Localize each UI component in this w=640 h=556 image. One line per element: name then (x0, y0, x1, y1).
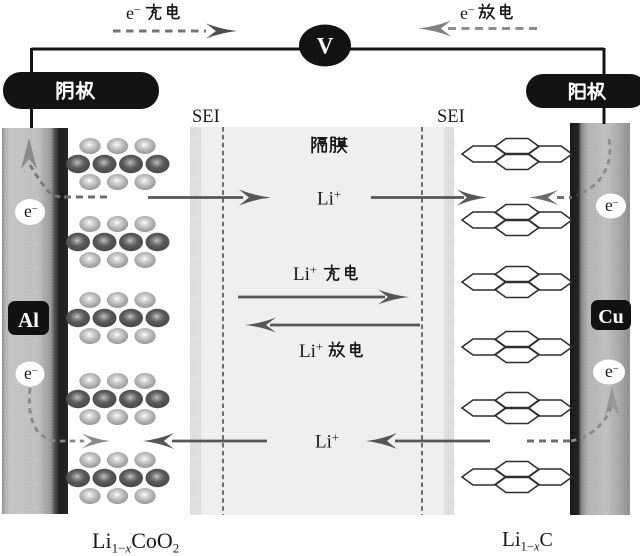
svg-text:e−: e− (126, 3, 141, 24)
svg-text:e−: e− (460, 3, 475, 24)
svg-text:V: V (317, 34, 334, 59)
svg-text:Cu: Cu (598, 306, 624, 328)
svg-text:Li1−xC: Li1−xC (502, 527, 553, 554)
svg-text:Al: Al (18, 308, 39, 332)
svg-text:SEI: SEI (192, 107, 220, 127)
svg-text:Li1−xCoO2: Li1−xCoO2 (92, 528, 179, 556)
svg-text:SEI: SEI (437, 107, 465, 127)
